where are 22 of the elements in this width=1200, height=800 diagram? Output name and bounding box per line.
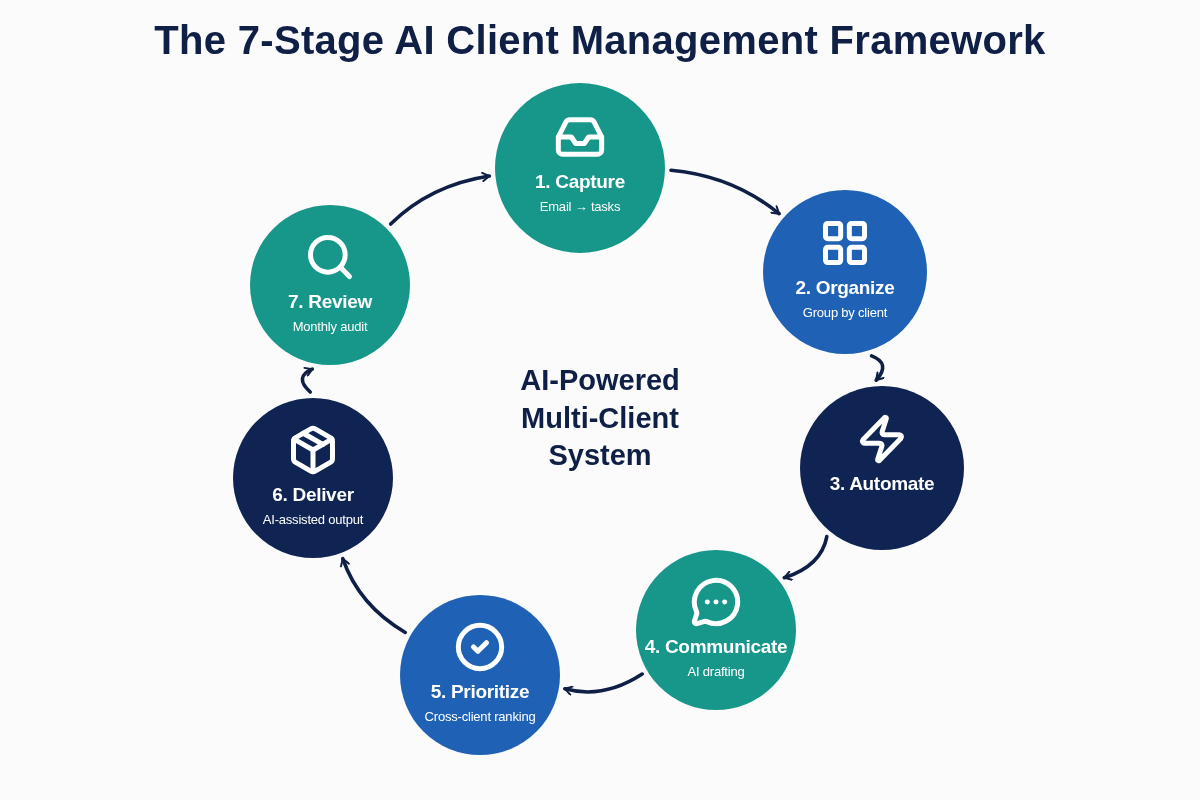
arrow — [300, 367, 315, 394]
stage-title: 5. Prioritize — [430, 681, 530, 704]
center-label: AI-Powered Multi-Client System — [519, 363, 681, 474]
stage-title: 3. Automate — [829, 473, 935, 496]
arrow — [669, 168, 781, 216]
arrow — [782, 534, 829, 581]
arrow — [340, 556, 408, 635]
stage-description: AI-assisted output — [262, 512, 364, 528]
stage-description: AI drafting — [687, 664, 745, 680]
arrow — [563, 672, 644, 696]
stage-description: Email → tasks — [539, 199, 621, 215]
stage-title: 6. Deliver — [272, 484, 354, 507]
stage-title: 2. Organize — [795, 277, 895, 300]
stage-title: 1. Capture — [535, 171, 625, 194]
stage-title: 7. Review — [288, 291, 372, 314]
arrow — [388, 172, 492, 226]
stage-title: 4. Communicate — [644, 636, 788, 659]
title: The 7-Stage AI Client Management Framework — [154, 18, 1046, 63]
stage-description: Group by client — [802, 305, 888, 321]
arrow — [869, 354, 885, 382]
stage-description: Cross-client ranking — [424, 709, 536, 725]
stage-description: Monthly audit — [292, 319, 368, 335]
